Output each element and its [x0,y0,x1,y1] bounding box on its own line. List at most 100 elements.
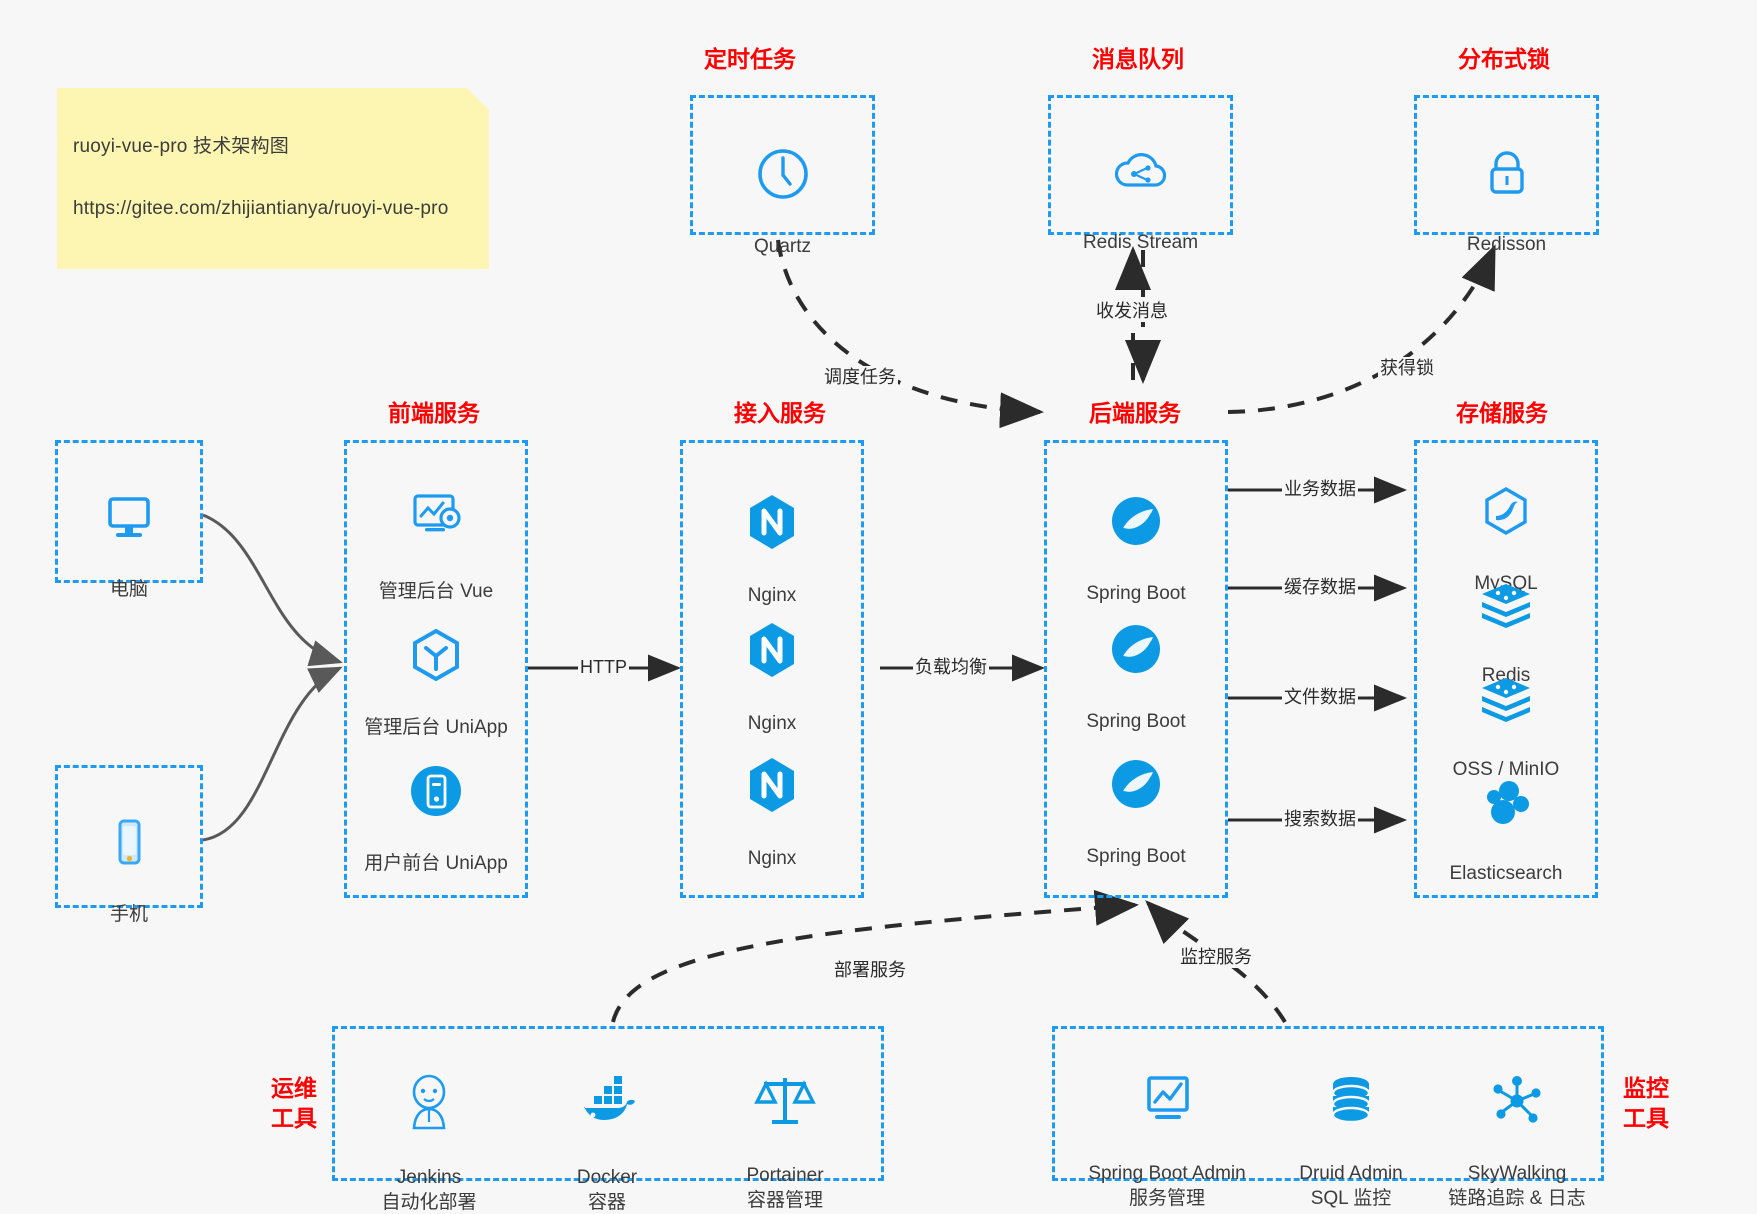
node-skywalking-name: SkyWalking [1467,1163,1567,1184]
redis-stack-icon [1417,674,1595,726]
node-nginx-2-label: Nginx [747,713,797,734]
node-redis: Redis [1417,555,1595,688]
node-computer-label: 电脑 [109,579,148,600]
node-druid-admin-name: Druid Admin [1299,1163,1403,1184]
edge-label-send-receive-message: 收发消息 [1094,300,1170,322]
node-mysql-label: MySQL [1474,573,1538,594]
node-docker-desc: 容器 [587,1192,626,1213]
client-box-computer[interactable]: 电脑 [55,440,203,600]
note-title: ruoyi-vue-pro 技术架构图 [73,136,290,157]
edge-label-monitor-service: 监控服务 [1178,946,1254,968]
node-admin-uniapp: 管理后台 UniApp [347,601,525,740]
edge-label-search-data: 搜索数据 [1282,808,1358,830]
spring-boot-icon [1047,755,1225,813]
group-title-monitor-tools: 监控 工具 [1623,1075,1669,1131]
node-nginx-3: Nginx [683,730,861,871]
node-redis-stream: Redis Stream [1051,122,1230,255]
nginx-icon [683,620,861,680]
group-box-message-queue[interactable]: Redis Stream [1048,95,1233,253]
elasticsearch-icon [1417,776,1595,830]
group-title-devops-tools: 运维 工具 [271,1075,317,1131]
node-redis-stream-label: Redis Stream [1082,232,1199,253]
clock-icon [693,145,872,203]
edge-label-cache-data: 缓存数据 [1282,576,1358,598]
group-box-backend-service[interactable]: Spring Boot Spring Boot Spring Boot [1044,440,1228,898]
node-redisson: Redisson [1417,120,1596,257]
mobile-app-circle-icon [347,762,525,820]
node-elasticsearch-label: Elasticsearch [1449,863,1563,884]
mysql-dolphin-icon [1417,486,1595,540]
node-nginx-1: Nginx [683,467,861,608]
group-box-devops-tools[interactable]: Jenkins 自动化部署 Docker [332,1026,884,1213]
node-skywalking-desc: 链路追踪 & 日志 [1448,1188,1586,1209]
node-spring-boot-1: Spring Boot [1047,467,1225,606]
node-docker: Docker 容器 [527,1047,687,1214]
node-jenkins-name: Jenkins [396,1167,462,1188]
edge-label-schedule-task: 调度任务 [822,366,898,388]
group-title-scheduled-task: 定时任务 [704,46,796,72]
redis-stack-icon [1417,580,1595,632]
node-spring-boot-2: Spring Boot [1047,595,1225,734]
node-quartz: Quartz [693,120,872,259]
group-title-distributed-lock: 分布式锁 [1458,46,1550,72]
node-oss-minio: OSS / MinIO [1417,649,1595,782]
group-box-frontend-service[interactable]: 管理后台 Vue 管理后台 UniApp 用户前台 UniApp [344,440,528,898]
edge-label-deploy-service: 部署服务 [832,959,908,981]
node-portainer-name: Portainer [746,1165,824,1186]
node-spring-boot-admin: Spring Boot Admin 服务管理 [1063,1047,1271,1214]
group-title-frontend-service: 前端服务 [388,400,480,426]
node-quartz-label: Quartz [753,236,812,257]
node-spring-boot-2-label: Spring Boot [1086,711,1186,732]
cube-icon [347,626,525,684]
client-box-phone[interactable]: 手机 [55,765,203,925]
group-box-access-service[interactable]: Nginx Nginx Nginx [680,440,864,898]
node-admin-vue: 管理后台 Vue [347,465,525,604]
node-spring-boot-1-label: Spring Boot [1086,583,1186,604]
monitor-chart-icon [1063,1072,1271,1130]
spring-boot-icon [1047,620,1225,678]
group-box-scheduled-task[interactable]: Quartz [690,95,875,257]
node-redis-label: Redis [1481,665,1531,686]
group-box-storage-service[interactable]: MySQL Redis [1414,440,1598,898]
jenkins-butler-icon [349,1072,509,1134]
node-spring-boot-3: Spring Boot [1047,730,1225,869]
docker-whale-icon [527,1072,687,1134]
node-oss-minio-label: OSS / MinIO [1452,759,1560,780]
edge-label-http: HTTP [578,656,629,678]
node-user-uniapp-label: 用户前台 UniApp [364,853,508,874]
spring-boot-icon [1047,492,1225,550]
edge-label-acquire-lock: 获得锁 [1378,357,1436,379]
group-box-distributed-lock[interactable]: Redisson [1414,95,1599,255]
scales-balance-icon [705,1070,865,1132]
cloud-stream-icon [1051,147,1230,199]
node-phone-label: 手机 [109,904,148,925]
node-portainer: Portainer 容器管理 [705,1045,865,1214]
diagram-note: ruoyi-vue-pro 技术架构图 https://gitee.com/zh… [57,88,489,269]
node-jenkins: Jenkins 自动化部署 [349,1047,509,1214]
nginx-icon [683,492,861,552]
dashboard-gear-icon [347,490,525,548]
group-box-monitor-tools[interactable]: Spring Boot Admin 服务管理 Druid Admin SQL 监… [1052,1026,1604,1209]
node-skywalking: SkyWalking 链路追踪 & 日志 [1433,1047,1601,1214]
skywalking-node-icon [1433,1072,1601,1130]
group-title-backend-service: 后端服务 [1089,400,1181,426]
lock-icon [1417,145,1596,201]
group-title-message-queue: 消息队列 [1092,46,1184,72]
node-elasticsearch: Elasticsearch [1417,751,1595,886]
node-admin-uniapp-label: 管理后台 UniApp [364,717,508,738]
node-docker-name: Docker [576,1167,638,1188]
edge-label-file-data: 文件数据 [1282,686,1358,708]
node-nginx-2: Nginx [683,595,861,736]
note-url: https://gitee.com/zhijiantianya/ruoyi-vu… [73,198,449,219]
database-cylinder-icon [1271,1072,1431,1130]
node-spring-boot-admin-desc: 服务管理 [1128,1188,1205,1209]
node-jenkins-desc: 自动化部署 [381,1192,477,1213]
node-druid-admin: Druid Admin SQL 监控 [1271,1047,1431,1214]
node-spring-boot-3-label: Spring Boot [1086,846,1186,867]
mobile-phone-icon [58,815,200,871]
node-computer: 电脑 [58,469,200,602]
nginx-icon [683,755,861,815]
node-mysql: MySQL [1417,461,1595,596]
node-user-uniapp: 用户前台 UniApp [347,737,525,876]
